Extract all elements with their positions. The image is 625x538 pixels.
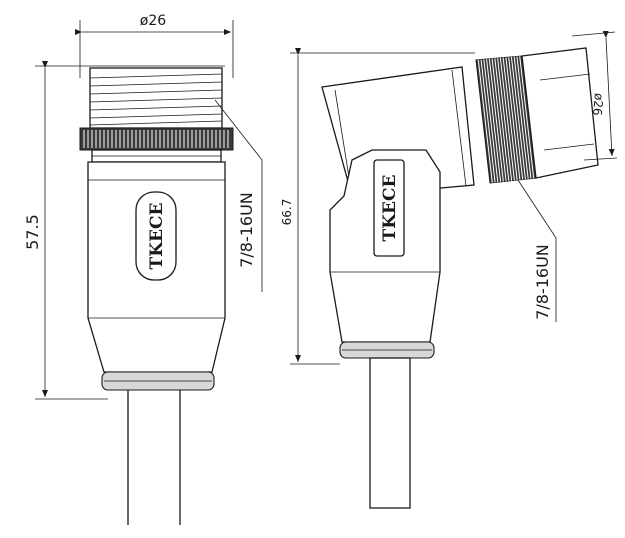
angled-logo-badge	[373, 159, 405, 257]
angled-dim-extension-top	[571, 31, 616, 37]
angled-knurl-stripe	[486, 59, 502, 182]
logo-badge	[135, 191, 177, 281]
angled-thread-leader-line	[517, 179, 557, 322]
angled-knurl-stripe	[499, 57, 515, 181]
angled-knurl-lines	[477, 56, 535, 183]
angled-diameter-dimension	[602, 30, 615, 157]
height-label: 57.5	[23, 214, 42, 250]
diameter-label: ø26	[140, 13, 166, 29]
angled-knurl-stripe	[513, 56, 529, 179]
right-angle-connector-view: 66.7 ø26 TKECE 7/8-16UN	[280, 30, 618, 509]
angled-knurl-stripe	[483, 59, 499, 183]
knurl-lines	[83, 130, 229, 148]
angled-knurl-stripe	[494, 58, 510, 182]
angled-dim-extension-bottom	[583, 157, 618, 161]
angled-knurl-stripe	[510, 56, 526, 180]
angled-knurl-stripe	[516, 56, 532, 179]
thread-label: 7/8-16UN	[237, 192, 256, 268]
height-label: 66.7	[280, 199, 294, 226]
angled-knurl-stripe	[508, 57, 524, 180]
angled-knurl-stripe	[497, 58, 513, 181]
angled-logo-text: TKECE	[380, 175, 400, 242]
angled-thread-label: 7/8-16UN	[533, 244, 552, 320]
angled-knurl-stripe	[477, 59, 493, 183]
thread-leader-line	[214, 99, 263, 292]
angled-diameter-label: ø26	[590, 92, 606, 116]
straight-connector-view: ø26 57.5 TKECE	[23, 13, 263, 525]
angled-knurl-stripe	[505, 57, 521, 180]
angled-knurl-stripe	[502, 57, 518, 181]
angled-cable	[369, 357, 411, 509]
angled-knurl-stripe	[488, 58, 504, 182]
thread-lines	[89, 73, 223, 126]
angled-knurl-stripe	[480, 59, 496, 183]
logo-text: TKECE	[147, 203, 167, 270]
angled-knurl-stripe	[519, 56, 535, 179]
angled-coupling-face	[521, 47, 599, 179]
angled-knurl-stripe	[491, 58, 507, 182]
